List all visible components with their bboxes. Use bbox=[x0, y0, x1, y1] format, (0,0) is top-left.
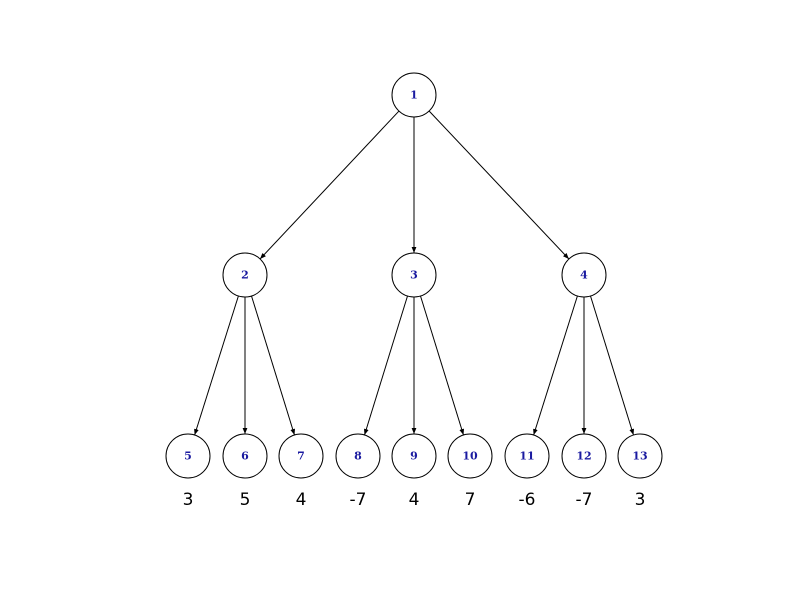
node-circle bbox=[222, 433, 268, 479]
node-circle bbox=[561, 433, 607, 479]
node-label: 1 bbox=[410, 89, 418, 102]
leaf-value-10: 7 bbox=[465, 490, 476, 510]
edge-4-11 bbox=[533, 295, 578, 436]
edge-1-4 bbox=[428, 110, 570, 260]
node-circle bbox=[391, 72, 437, 118]
tree-node-6: 6 bbox=[222, 433, 268, 479]
tree-node-12: 12 bbox=[561, 433, 607, 479]
leaf-value-8: -7 bbox=[350, 490, 367, 510]
node-label: 8 bbox=[354, 450, 362, 463]
edge-3-10 bbox=[420, 295, 465, 436]
edges-layer bbox=[194, 110, 635, 436]
node-label: 2 bbox=[241, 269, 249, 282]
tree-node-13: 13 bbox=[617, 433, 663, 479]
node-circle bbox=[504, 433, 550, 479]
node-label: 4 bbox=[580, 269, 588, 282]
node-label: 6 bbox=[241, 450, 249, 463]
leaf-value-6: 5 bbox=[240, 490, 251, 510]
tree-node-11: 11 bbox=[504, 433, 550, 479]
leaf-values-layer: 3 5 4 -7 4 7 -6 -7 3 bbox=[183, 490, 646, 510]
leaf-value-11: -6 bbox=[519, 490, 536, 510]
node-circle bbox=[447, 433, 493, 479]
leaf-value-5: 3 bbox=[183, 490, 194, 510]
node-circle bbox=[391, 433, 437, 479]
node-circle bbox=[617, 433, 663, 479]
tree-node-9: 9 bbox=[391, 433, 437, 479]
node-circle bbox=[165, 433, 211, 479]
node-label: 7 bbox=[297, 450, 305, 463]
node-circle bbox=[561, 252, 607, 298]
node-label: 11 bbox=[519, 450, 534, 463]
tree-node-10: 10 bbox=[447, 433, 493, 479]
tree-node-8: 8 bbox=[335, 433, 381, 479]
node-label: 13 bbox=[632, 450, 647, 463]
tree-node-2: 2 bbox=[222, 252, 268, 298]
node-label: 10 bbox=[462, 450, 478, 463]
node-label: 3 bbox=[410, 269, 418, 282]
leaf-value-7: 4 bbox=[296, 490, 307, 510]
tree-node-7: 7 bbox=[278, 433, 324, 479]
node-label: 5 bbox=[184, 450, 192, 463]
leaf-value-12: -7 bbox=[576, 490, 593, 510]
node-label: 9 bbox=[410, 450, 418, 463]
node-circle bbox=[391, 252, 437, 298]
tree-node-1: 1 bbox=[391, 72, 437, 118]
node-circle bbox=[222, 252, 268, 298]
tree-node-5: 5 bbox=[165, 433, 211, 479]
node-circle bbox=[335, 433, 381, 479]
edge-4-13 bbox=[590, 295, 635, 436]
leaf-value-13: 3 bbox=[635, 490, 646, 510]
edge-2-5 bbox=[194, 295, 239, 436]
edge-1-2 bbox=[259, 110, 400, 260]
tree-node-4: 4 bbox=[561, 252, 607, 298]
node-circle bbox=[278, 433, 324, 479]
tree-node-3: 3 bbox=[391, 252, 437, 298]
edge-2-7 bbox=[251, 295, 296, 436]
leaf-value-9: 4 bbox=[409, 490, 420, 510]
node-label: 12 bbox=[576, 450, 591, 463]
edge-3-8 bbox=[363, 295, 408, 436]
